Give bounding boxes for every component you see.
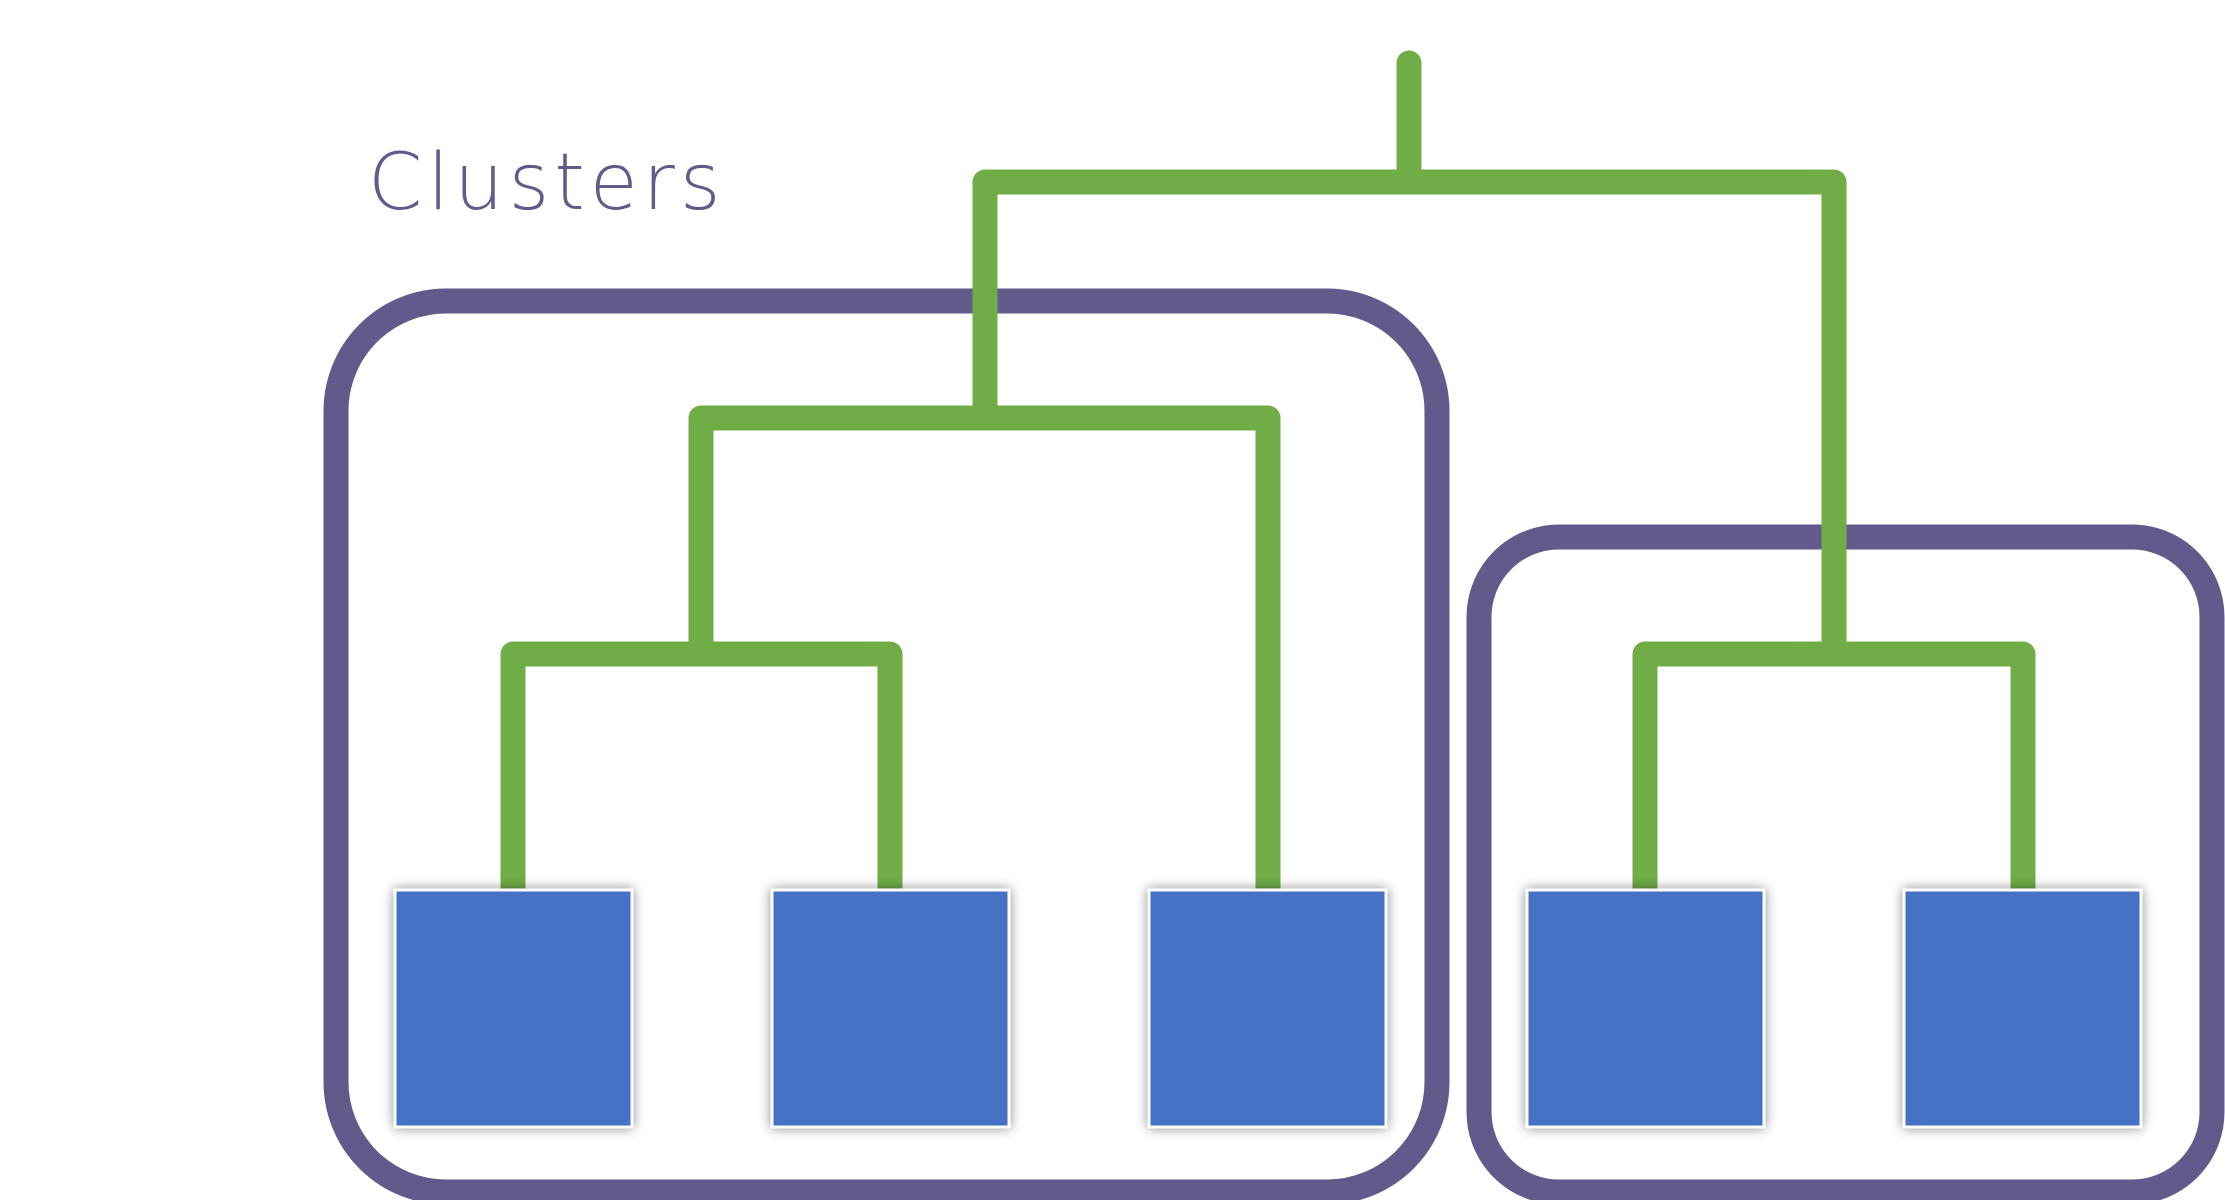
leaf-node-4 (1525, 888, 1766, 1129)
top-merge-link (972, 169, 1847, 654)
leaf-node-5 (1902, 888, 2143, 1129)
diagram-title: Clusters (368, 138, 725, 228)
dendrogram-tree (500, 50, 2036, 889)
leaf-node-1 (393, 888, 634, 1129)
leaf-node-2 (770, 888, 1011, 1129)
leaf-node-3 (1147, 888, 1388, 1129)
left-cluster-merge-link (688, 405, 1281, 889)
left-inner-merge-link (500, 641, 903, 889)
leaf-group (393, 888, 2143, 1129)
cluster-box-left (323, 288, 1450, 1200)
right-cluster-merge-link (1632, 641, 2036, 889)
